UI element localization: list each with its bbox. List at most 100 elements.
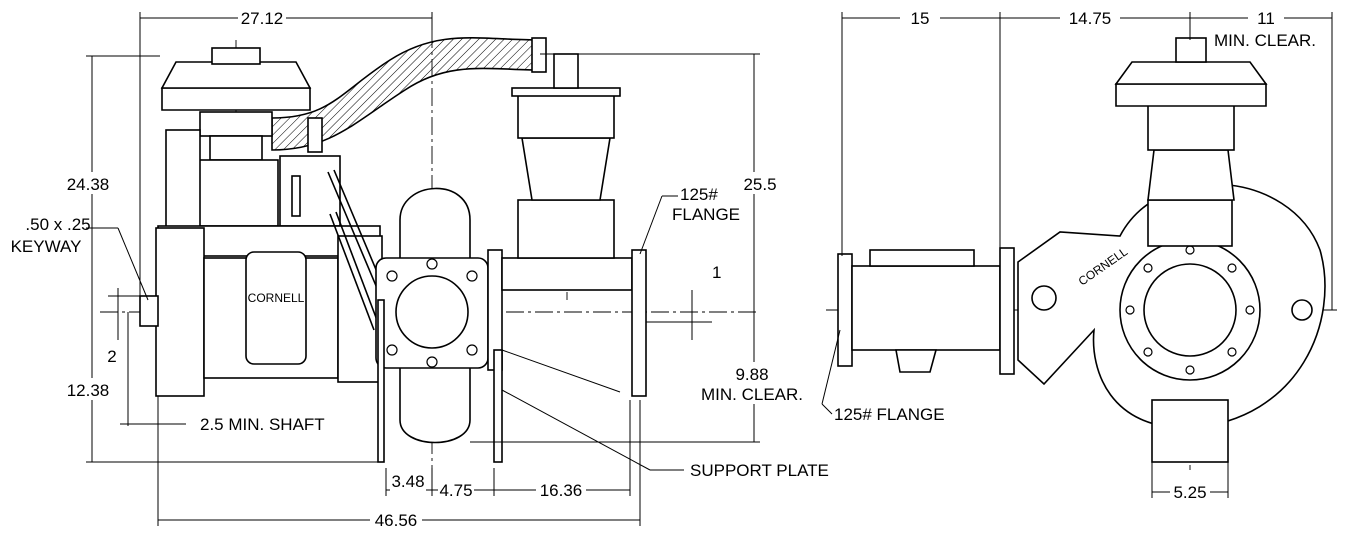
label-bg (536, 480, 586, 500)
dim-15: 15 (911, 9, 930, 28)
nameplate-panel (245, 251, 307, 365)
actuator-yoke (199, 111, 273, 137)
flange-leader (639, 195, 663, 255)
label-bg (238, 6, 286, 28)
front-view: CORNELL (100, 30, 760, 470)
bearing-frame (197, 159, 279, 227)
valve-cap (511, 87, 621, 97)
keyway-dimension: .50 x .25 (25, 215, 90, 234)
actuator-diaphragm (161, 87, 311, 111)
dim-2: 2 (107, 347, 116, 366)
side-flange-label: 125# FLANGE (834, 405, 945, 424)
flange-bolt (386, 344, 398, 356)
label-bg (60, 172, 120, 194)
dim-1: 1 (712, 263, 721, 282)
coupling-guard (165, 129, 201, 235)
actuator-stem-housing (209, 135, 263, 161)
keyway-label: KEYWAY (11, 237, 82, 256)
side-pipe-boss (869, 249, 975, 267)
label-bg (736, 172, 780, 194)
side-outlet-flange (999, 247, 1015, 375)
flange-bolt (426, 258, 438, 270)
front-dimensions: 27.12 24.38 .50 x .25 KEYWAY 2 12.38 2.5… (11, 6, 829, 530)
side-flange-bolt (1185, 245, 1195, 255)
dim-4-75: 4.75 (439, 481, 472, 500)
support-plate (493, 349, 503, 463)
flange-bolt (386, 270, 398, 282)
dim-24-38: 24.38 (67, 175, 110, 194)
side-lower-boss (895, 349, 938, 373)
dim-11: 11 (1257, 9, 1275, 28)
dim-16-36: 16.36 (540, 481, 583, 500)
suction-bore (395, 275, 469, 349)
label-bg (370, 510, 422, 530)
side-flange-bolt (1125, 305, 1135, 315)
actuator-cover (160, 61, 312, 89)
seal-housing (337, 235, 383, 383)
support-plate-edge (501, 349, 621, 393)
flange-bolt (466, 344, 478, 356)
side-flange-leader (821, 403, 833, 415)
label-bg (438, 480, 474, 500)
side-flange-bolt (1227, 347, 1237, 357)
side-drain-port (1291, 299, 1313, 321)
seal-plate (377, 299, 385, 463)
side-view: CORNELL (826, 30, 1340, 470)
discharge-flange-outer (631, 249, 647, 397)
side-flange-bolt (1143, 263, 1153, 273)
label-bg (60, 378, 120, 400)
side-inlet-flange (837, 253, 853, 367)
side-actuator-cover (1114, 61, 1268, 85)
sight-gauge (291, 175, 301, 217)
label-bg (1060, 6, 1120, 28)
side-actuator-cap (1175, 37, 1207, 63)
hose-clamp-left (307, 117, 323, 153)
side-inlet-pipe (851, 265, 1001, 351)
label-bg (700, 362, 810, 404)
dim-14-75: 14.75 (1069, 9, 1112, 28)
discharge-pipe (501, 257, 633, 291)
side-base (1151, 399, 1229, 463)
valve-stem (553, 53, 579, 89)
dim-25-5: 25.5 (743, 175, 776, 194)
dim-11-label: MIN. CLEAR. (1214, 31, 1316, 50)
label-bg (1248, 6, 1284, 28)
dim-27-12: 27.12 (241, 9, 284, 28)
shaft-key (139, 295, 159, 327)
tie-rod-lower (329, 213, 375, 331)
side-flange-bolt (1245, 305, 1255, 315)
side-flange-bolt (1185, 365, 1195, 375)
drive-flange (155, 227, 205, 397)
flange-top-line2: FLANGE (672, 205, 740, 224)
side-flange-bolt (1227, 263, 1237, 273)
dim-46-56: 46.56 (375, 511, 418, 530)
flange-bolt (426, 356, 438, 368)
dim-min-shaft: 2.5 MIN. SHAFT (200, 415, 325, 434)
side-gauge-port (1031, 285, 1057, 311)
hose-clamp-right (531, 37, 547, 73)
valve-body-upper (517, 93, 615, 139)
actuator-cap (211, 47, 261, 65)
side-valve-taper (1147, 149, 1235, 201)
side-flange-bolt (1143, 347, 1153, 357)
tie-rod-upper (327, 171, 383, 301)
side-valve-lower (1147, 199, 1233, 247)
side-dimensions: 15 14.75 11 MIN. CLEAR. 125# FLANGE 5.25 (821, 6, 1333, 502)
front-nameplate-text: CORNELL (248, 291, 305, 305)
side-actuator-diaphragm (1115, 83, 1267, 107)
dim-3-48: 3.48 (391, 472, 424, 491)
dim-9-88-label: MIN. CLEAR. (701, 385, 803, 404)
label-bg (390, 472, 426, 492)
label-bg (900, 6, 940, 28)
side-suction-bore (1143, 263, 1237, 357)
tie-rod-lower-edge (335, 211, 381, 329)
side-flange-leader (821, 329, 841, 405)
keyway-leader (117, 227, 149, 301)
flange-bolt (466, 270, 478, 282)
support-plate-label: SUPPORT PLATE (690, 461, 829, 480)
label-bg (1170, 482, 1210, 502)
flange-top-line1: 125# (680, 185, 718, 204)
dim-5-25: 5.25 (1173, 483, 1206, 502)
valve-body-lower (517, 199, 615, 259)
